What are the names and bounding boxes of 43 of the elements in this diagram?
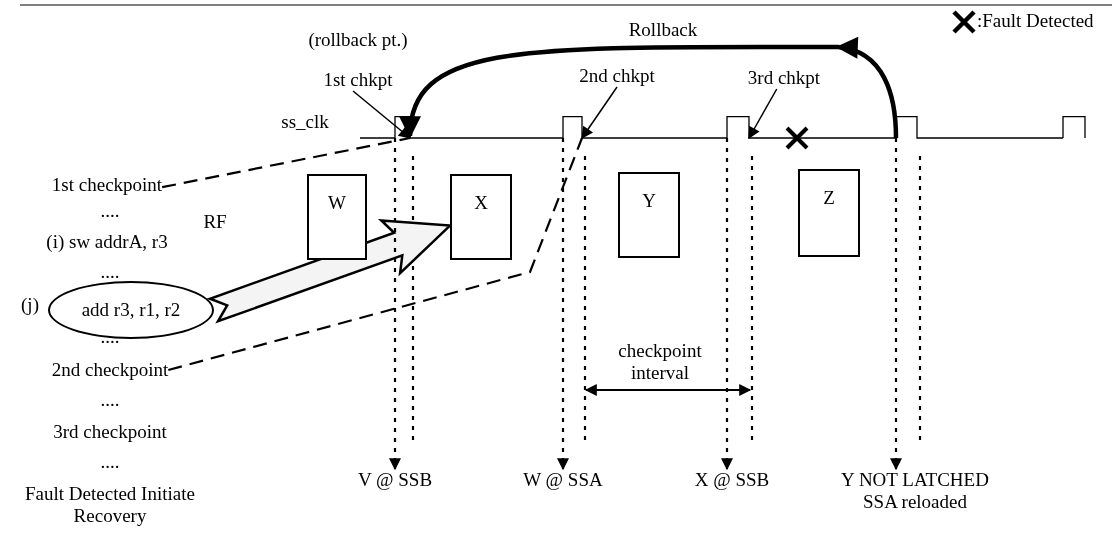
arrow: [557, 138, 569, 471]
instruction-label: 1st checkpoint: [51, 174, 163, 196]
ellipsis: ....: [100, 451, 120, 473]
rollback-arrow: [399, 37, 899, 139]
block-arrow: [206, 218, 453, 324]
arrow: [748, 88, 778, 140]
ellipsis: ....: [100, 200, 120, 222]
status-label: Fault Detected Initiate Recovery: [24, 483, 196, 527]
register-box: Y: [618, 172, 680, 258]
clock-pulse: [896, 116, 1063, 139]
dashed-line: [168, 137, 584, 372]
checkpoint-label: 3rd chkpt: [747, 67, 821, 89]
clock-pulse: [360, 116, 563, 139]
instruction-ellipse: add r3, r1, r2: [48, 281, 214, 339]
arrow: [389, 138, 401, 471]
arrow: [581, 86, 618, 139]
instruction-label: 3rd checkpoint: [53, 421, 167, 443]
signal-label: ss_clk: [281, 111, 329, 133]
arrow: [721, 138, 733, 471]
checkpoint-label: (rollback pt.): [308, 29, 408, 51]
checkpoint-label: 2nd chkpt: [579, 65, 655, 87]
legend-text: :Fault Detected: [977, 10, 1094, 32]
ellipsis: ....: [100, 389, 120, 411]
register-box: X: [450, 174, 512, 260]
arrow: [352, 90, 411, 139]
dashed-line: [161, 136, 411, 189]
ellipsis: ....: [100, 261, 120, 283]
buffer-label: X @ SSB: [694, 469, 770, 491]
signal-label: RF: [203, 211, 227, 233]
arrow: [890, 138, 902, 471]
clock-pulse: [727, 116, 896, 139]
register-box: W: [307, 174, 367, 260]
register-box: Z: [798, 169, 860, 257]
instruction-label: 2nd checkpoint: [51, 359, 169, 381]
clock-pulse: [563, 116, 727, 139]
buffer-label: Y NOT LATCHED SSA reloaded: [832, 469, 998, 513]
instruction-label: (j): [21, 294, 39, 316]
buffer-label: W @ SSA: [523, 469, 603, 491]
buffer-label: V @ SSB: [357, 469, 433, 491]
checkpoint-label: 1st chkpt: [322, 69, 394, 91]
clock-pulse: [1063, 116, 1085, 139]
interval-label: checkpoint interval: [617, 340, 703, 384]
instruction-label: (i) sw addrA, r3: [46, 231, 168, 253]
